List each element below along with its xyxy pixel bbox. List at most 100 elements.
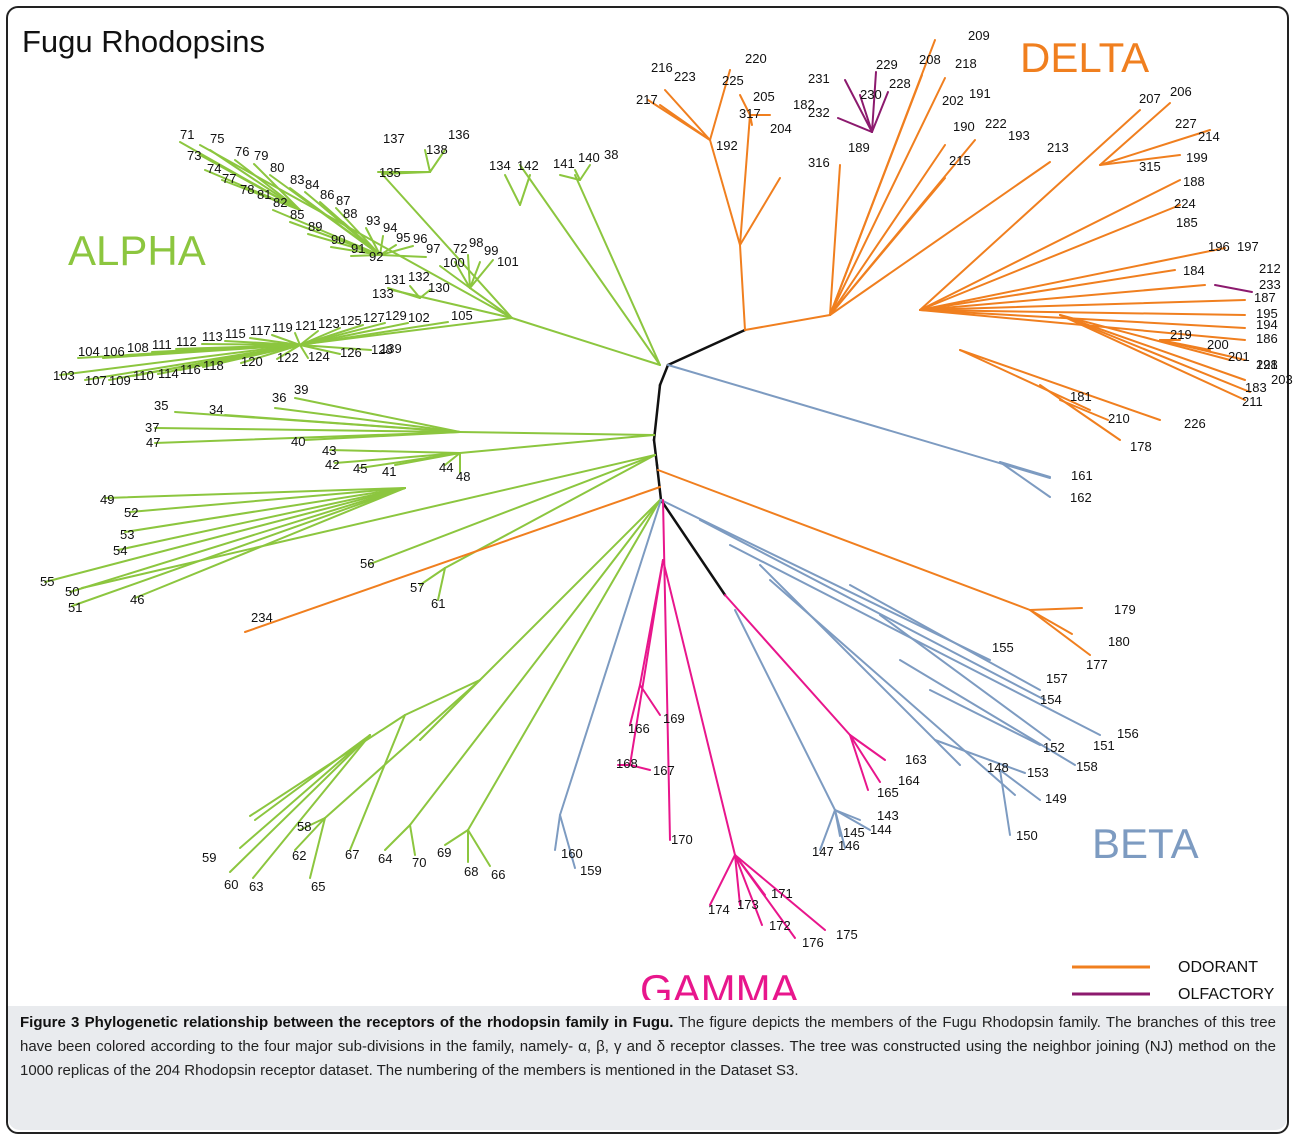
tree-branches	[44, 39, 1253, 939]
leaf-label-80: 80	[270, 160, 284, 175]
branch-199	[934, 739, 1026, 774]
branch-124	[444, 829, 469, 846]
branch-3	[652, 383, 662, 442]
leaf-label-74: 74	[207, 161, 221, 176]
leaf-label-142: 142	[517, 158, 539, 173]
branch-216	[662, 559, 736, 856]
leaf-label-202: 202	[942, 93, 964, 108]
branch-217	[709, 854, 736, 906]
leaf-label-75: 75	[210, 131, 224, 146]
leaf-label-208: 208	[919, 52, 941, 67]
branch-87	[154, 427, 461, 433]
leaf-label-72: 72	[453, 241, 467, 256]
branch-54	[224, 340, 301, 346]
branch-103	[69, 487, 406, 593]
leaf-label-131: 131	[384, 272, 406, 287]
leaf-label-103: 103	[53, 368, 75, 383]
leaf-label-116: 116	[180, 362, 201, 377]
leaf-label-63: 63	[249, 879, 263, 894]
branch-72	[299, 344, 309, 359]
leaf-label-156: 156	[1117, 726, 1139, 741]
leaf-label-206: 206	[1170, 84, 1192, 99]
leaf-label-216: 216	[651, 60, 673, 75]
leaf-label-220: 220	[745, 51, 767, 66]
leaf-label-218: 218	[955, 56, 977, 71]
branch-95	[444, 452, 461, 466]
leaf-label-124: 124	[308, 349, 330, 364]
branch-132	[1029, 609, 1073, 635]
branch-21	[409, 285, 421, 299]
leaf-label-227: 227	[1175, 116, 1197, 131]
branch-38	[342, 221, 381, 256]
leaf-label-43: 43	[322, 443, 336, 458]
branch-186	[999, 461, 1051, 478]
leaf-label-205: 205	[753, 89, 775, 104]
branch-156	[1099, 102, 1171, 166]
leaf-label-101: 101	[497, 254, 519, 269]
leaf-label-225: 225	[722, 73, 744, 88]
branch-101	[117, 487, 406, 551]
branch-83	[294, 397, 461, 433]
leaf-label-222: 222	[985, 116, 1007, 131]
branch-198	[759, 564, 961, 766]
leaf-label-55: 55	[40, 574, 54, 589]
leaf-label-153: 153	[1027, 765, 1049, 780]
branch-75	[519, 164, 661, 366]
leaf-label-211: 211	[1242, 394, 1263, 409]
branch-15	[454, 261, 471, 289]
leaf-label-52: 52	[124, 505, 138, 520]
branch-102	[44, 487, 406, 583]
leaf-label-196: 196	[1208, 239, 1230, 254]
leaf-label-95: 95	[396, 230, 410, 245]
leaf-label-185: 185	[1176, 215, 1198, 230]
leaf-label-50: 50	[65, 584, 79, 599]
leaf-label-159: 159	[580, 863, 602, 878]
leaf-label-195: 195	[1256, 306, 1278, 321]
branch-44	[330, 246, 381, 256]
branch-183	[837, 117, 873, 133]
branch-70	[240, 344, 301, 364]
leaf-label-92: 92	[369, 249, 383, 264]
branch-90	[459, 434, 655, 454]
branch-213	[629, 559, 664, 766]
branch-8	[381, 173, 513, 319]
leaf-label-91: 91	[351, 241, 365, 256]
branch-158	[1099, 154, 1181, 166]
leaf-label-85: 85	[290, 207, 304, 222]
figure-title: Fugu Rhodopsins	[22, 24, 265, 59]
leaf-label-47: 47	[146, 435, 160, 450]
leaf-label-160: 160	[561, 846, 583, 861]
leaf-label-113: 113	[202, 329, 223, 344]
branch-7	[511, 317, 661, 366]
leaf-label-54: 54	[113, 543, 127, 558]
branch-120	[309, 817, 326, 879]
leaf-label-230: 230	[860, 87, 882, 102]
branch-162	[919, 269, 1176, 311]
branch-152	[829, 139, 976, 316]
leaf-label-151: 151	[1093, 738, 1115, 753]
leaf-label-144: 144	[870, 822, 892, 837]
leaf-label-207: 207	[1139, 91, 1161, 106]
branch-17	[469, 261, 481, 289]
leaf-label-41: 41	[382, 464, 396, 479]
leaf-label-149: 149	[1045, 791, 1067, 806]
leaf-label-174: 174	[708, 902, 730, 917]
branch-212	[639, 684, 661, 716]
leaf-label-184: 184	[1183, 263, 1205, 278]
leaf-label-126: 126	[340, 345, 362, 360]
branch-89	[304, 431, 461, 441]
leaf-label-191: 191	[969, 86, 991, 101]
leaf-label-152: 152	[1043, 740, 1065, 755]
leaf-label-100: 100	[443, 255, 465, 270]
legend-odorant-label: ODORANT	[1178, 959, 1258, 976]
branch-209	[662, 499, 671, 841]
branch-98	[104, 487, 406, 499]
leaf-label-166: 166	[628, 721, 650, 736]
branch-224	[849, 734, 886, 761]
branch-76	[504, 174, 521, 206]
leaf-label-232: 232	[808, 105, 830, 120]
leaf-label-136: 136	[448, 127, 470, 142]
branch-223	[724, 594, 851, 736]
class-label-gamma: GAMMA	[640, 966, 799, 1000]
